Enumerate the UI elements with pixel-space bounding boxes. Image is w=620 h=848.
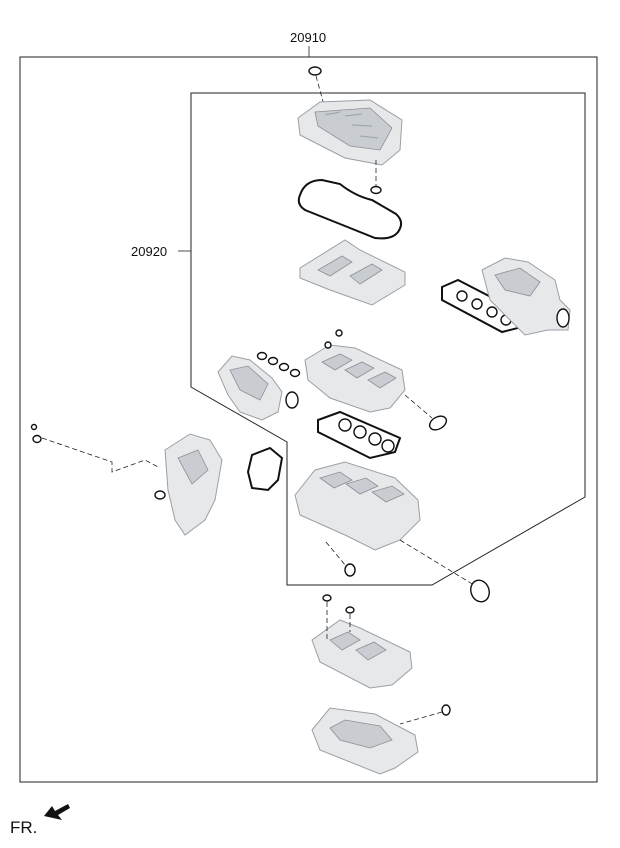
- timing-cover-seal: [154, 490, 166, 500]
- cover-bolt-seal: [370, 185, 382, 195]
- cylinder-head-cover: [297, 99, 403, 166]
- intake-throttle-seal: [285, 391, 299, 409]
- timing-chain-cover: [164, 433, 223, 536]
- head-bolt: [324, 341, 332, 349]
- intake-port-seals: [256, 351, 301, 378]
- oil-filler-seal: [308, 66, 322, 76]
- outer-kit-frame: [19, 56, 598, 783]
- arrow-left-down-icon: [44, 804, 70, 820]
- block-drain-seal: [344, 563, 356, 577]
- cylinder-head-gasket: [317, 410, 402, 460]
- cylinder-block: [294, 461, 421, 551]
- exhaust-manifold: [481, 257, 571, 336]
- crankcase-seal: [345, 606, 355, 614]
- camshaft-carrier: [299, 239, 406, 306]
- crank-bolt: [30, 423, 38, 431]
- cylinder-head: [304, 344, 406, 413]
- lower-crankcase: [311, 619, 413, 689]
- outer-kit-label: 20910: [290, 30, 326, 45]
- inner-kit-frame: [190, 92, 586, 586]
- front-marker-label: FR.: [10, 818, 37, 837]
- water-pump-gasket: [246, 446, 284, 492]
- oil-pan: [311, 707, 419, 775]
- crank-bolt-washer: [32, 434, 42, 444]
- head-bolt: [335, 329, 343, 337]
- crankcase-seal: [322, 594, 332, 602]
- inner-kit-label: 20920: [131, 244, 167, 259]
- head-cover-gasket: [297, 178, 402, 240]
- head-rear-seal: [428, 415, 448, 431]
- oil-pan-drain-seal: [441, 704, 451, 716]
- intake-manifold: [217, 355, 283, 421]
- block-front-o-ring: [470, 579, 490, 603]
